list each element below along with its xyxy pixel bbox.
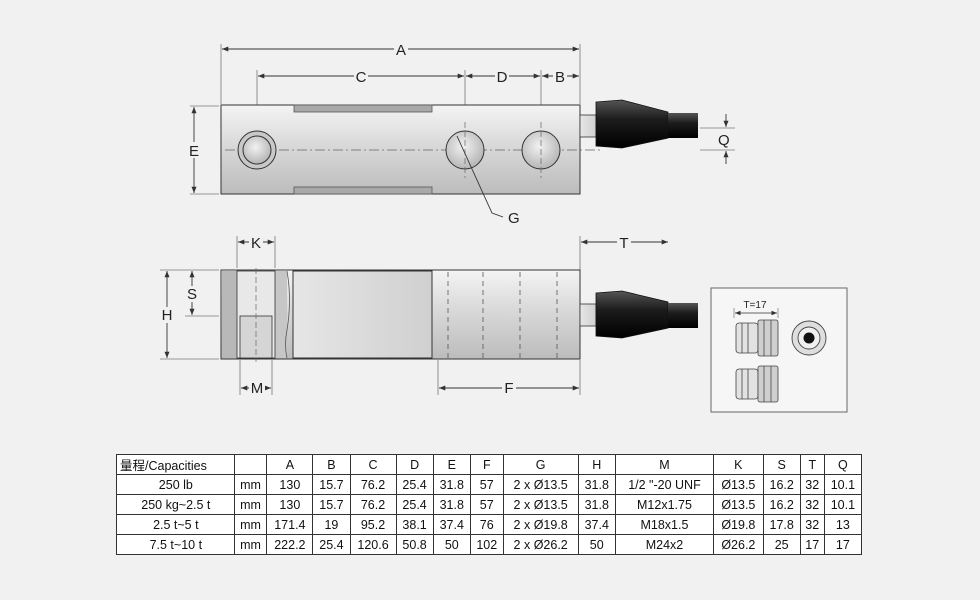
table-cell: 76.2	[349, 474, 397, 495]
dimension-label-k: K	[251, 235, 261, 252]
table-cell: 95.2	[349, 514, 397, 535]
table-cell: 250 lb	[116, 474, 235, 495]
table-cell: Ø26.2	[713, 534, 764, 555]
column-header: H	[577, 454, 616, 475]
table-cell: 16.2	[762, 494, 801, 515]
dimension-label-a: A	[396, 42, 406, 59]
table-cell: 25.4	[395, 474, 434, 495]
table-cell: 171.4	[266, 514, 314, 535]
table-cell: 32	[799, 474, 825, 495]
column-header: S	[762, 454, 801, 475]
table-cell: 2 x Ø26.2	[502, 534, 579, 555]
table-cell: 2 x Ø19.8	[502, 514, 579, 535]
table-cell: 10.1	[823, 494, 863, 515]
specifications-table: 量程/Capacities A B C D E F G H M K S T Q …	[116, 454, 863, 555]
table-cell: 2.5 t~5 t	[116, 514, 235, 535]
column-header: G	[502, 454, 579, 475]
table-header-row: 量程/Capacities A B C D E F G H M K S T Q	[116, 454, 863, 475]
table-cell: 50.8	[395, 534, 434, 555]
table-cell: 57	[469, 474, 504, 495]
table-cell: 16.2	[762, 474, 801, 495]
dimension-label-f: F	[504, 380, 513, 397]
column-header: A	[266, 454, 314, 475]
gland-detail-inset: T=17	[710, 287, 848, 413]
table-cell: 19	[312, 514, 351, 535]
table-cell: 17	[823, 534, 863, 555]
table-cell: M24x2	[614, 534, 715, 555]
dimension-label-d: D	[497, 69, 508, 86]
table-cell: 31.8	[432, 474, 471, 495]
table-cell: Ø19.8	[713, 514, 764, 535]
table-cell: 250 kg~2.5 t	[116, 494, 235, 515]
table-cell: 17	[799, 534, 825, 555]
column-header: B	[312, 454, 351, 475]
dimension-label-s: S	[187, 286, 197, 303]
table-cell: 50	[432, 534, 471, 555]
table-row: 7.5 t~10 t mm 222.2 25.4 120.6 50.8 50 1…	[116, 534, 863, 555]
column-header: D	[395, 454, 434, 475]
table-cell: 15.7	[312, 474, 351, 495]
table-cell: 25	[762, 534, 801, 555]
dimension-label-c: C	[356, 69, 367, 86]
table-cell: 76	[469, 514, 504, 535]
table-cell: mm	[233, 514, 268, 535]
dimension-label-b: B	[555, 69, 565, 86]
table-cell: 50	[577, 534, 616, 555]
dimension-label-t: T	[619, 235, 628, 252]
table-cell: Ø13.5	[713, 494, 764, 515]
table-cell: M18x1.5	[614, 514, 715, 535]
table-cell: 37.4	[432, 514, 471, 535]
table-cell: 15.7	[312, 494, 351, 515]
column-header: K	[713, 454, 764, 475]
dimension-label-g: G	[508, 210, 520, 227]
table-cell: 2 x Ø13.5	[502, 474, 579, 495]
dimension-label-q: Q	[718, 132, 730, 149]
column-header: M	[614, 454, 715, 475]
column-header: E	[432, 454, 471, 475]
side-view: K T S H M F	[160, 234, 698, 397]
table-cell: 1/2 "-20 UNF	[614, 474, 715, 495]
table-cell: 17.8	[762, 514, 801, 535]
table-cell: 222.2	[266, 534, 314, 555]
table-cell: 13	[823, 514, 863, 535]
top-view: A C D B E Q G	[186, 41, 735, 227]
table-cell: 2 x Ø13.5	[502, 494, 579, 515]
table-cell: 31.8	[577, 494, 616, 515]
table-cell: 7.5 t~10 t	[116, 534, 235, 555]
table-cell: 76.2	[349, 494, 397, 515]
table-cell: 25.4	[395, 494, 434, 515]
dimension-label-m: M	[251, 380, 264, 397]
dimension-label-h: H	[162, 307, 173, 324]
table-cell: 57	[469, 494, 504, 515]
table-cell: 10.1	[823, 474, 863, 495]
column-header: F	[469, 454, 504, 475]
table-cell: 37.4	[577, 514, 616, 535]
table-cell: 130	[266, 494, 314, 515]
table-row: 2.5 t~5 t mm 171.4 19 95.2 38.1 37.4 76 …	[116, 514, 863, 535]
table-cell: 25.4	[312, 534, 351, 555]
table-cell: mm	[233, 494, 268, 515]
table-cell: 31.8	[577, 474, 616, 495]
table-row: 250 lb mm 130 15.7 76.2 25.4 31.8 57 2 x…	[116, 474, 863, 495]
column-header: Q	[823, 454, 863, 475]
table-cell: 32	[799, 494, 825, 515]
table-cell: Ø13.5	[713, 474, 764, 495]
column-header: C	[349, 454, 397, 475]
column-header: T	[799, 454, 825, 475]
table-cell: 38.1	[395, 514, 434, 535]
table-cell: 120.6	[349, 534, 397, 555]
column-header: 量程/Capacities	[116, 454, 235, 475]
table-cell: 102	[469, 534, 504, 555]
table-cell: mm	[233, 534, 268, 555]
dimension-label-e: E	[189, 143, 199, 160]
column-header	[233, 454, 268, 475]
table-cell: 130	[266, 474, 314, 495]
table-cell: 31.8	[432, 494, 471, 515]
table-row: 250 kg~2.5 t mm 130 15.7 76.2 25.4 31.8 …	[116, 494, 863, 515]
table-cell: M12x1.75	[614, 494, 715, 515]
inset-label-t: T=17	[743, 300, 767, 311]
table-cell: 32	[799, 514, 825, 535]
table-cell: mm	[233, 474, 268, 495]
